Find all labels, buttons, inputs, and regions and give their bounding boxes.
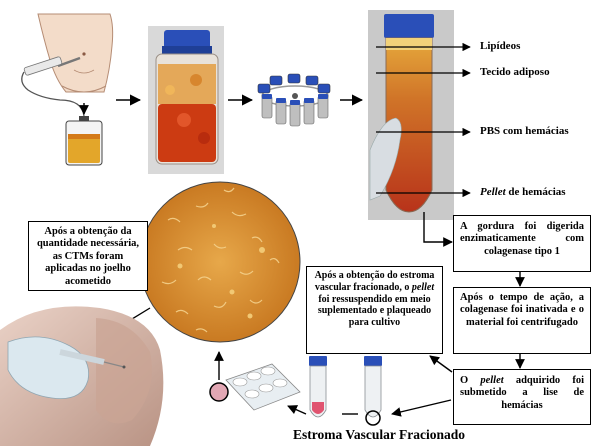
centrifuged-tube-photo [368, 10, 454, 220]
falcon-tubes [309, 356, 382, 426]
lysis-text-b: adquirido foi submetido a lise de hemáci… [460, 375, 584, 411]
step-apply-box: Após a obtenção da quantidade necessária… [28, 221, 148, 291]
lysis-pellet-word: pellet [480, 375, 504, 386]
arrow-lysis-to-culture [429, 355, 453, 373]
culture-text-b: foi ressuspendido em meio suplementado e… [317, 293, 432, 329]
culture-text-a: Após a obtenção do estroma vascular frac… [314, 270, 435, 293]
culture-plate [209, 363, 301, 411]
svf-title: Estroma Vascular Fracionado [293, 427, 466, 442]
knee-injection-photo [0, 306, 164, 446]
step-inactivate-box: Após o tempo de ação, a colagenase foi i… [453, 287, 591, 354]
liposuction-illustration [21, 13, 114, 117]
arrow-to-digest [423, 212, 453, 247]
layer-pointers [376, 42, 471, 198]
label-pbs-red-cells: PBS com hemácias [480, 125, 569, 137]
label-adipose-tissue: Tecido adiposo [480, 66, 550, 78]
label-pellet-word: Pellet [480, 186, 506, 198]
step-culture-box: Após a obtenção do estroma vascular frac… [306, 266, 443, 354]
collection-bag [65, 116, 103, 166]
tissue-jar [148, 26, 224, 174]
label-pellet-red-cells: Pellet de hemácias [480, 186, 566, 198]
arrow-tubes-to-plate [287, 405, 307, 415]
label-pellet-suffix: de hemácias [505, 186, 566, 198]
centrifuge-rotor [257, 73, 331, 127]
cell-culture-microscopy [139, 181, 301, 343]
step-digest-box: A gordura foi digerida enzimaticamente c… [453, 215, 591, 272]
step-lysis-box: O pellet adquirido foi submetido a lise … [453, 369, 591, 425]
label-lipids: Lipídeos [480, 40, 521, 52]
arrow-lysis-to-tubes [391, 399, 452, 417]
lysis-text-a: O [460, 375, 481, 386]
culture-pellet-word: pellet [411, 281, 435, 293]
